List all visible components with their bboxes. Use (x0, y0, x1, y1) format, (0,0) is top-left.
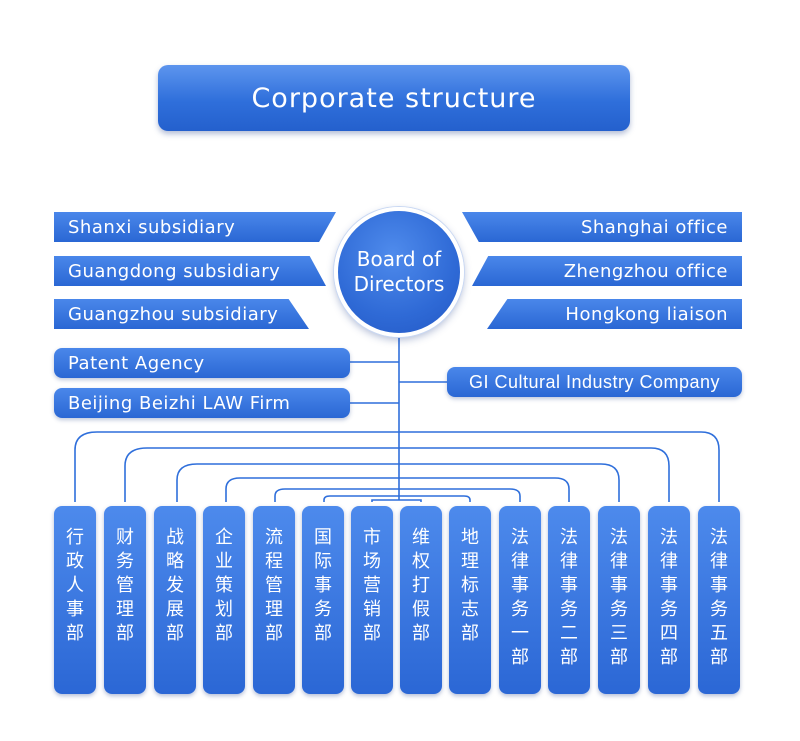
unit-zhengzhou-office: Zhengzhou office (472, 256, 742, 286)
unit-hongkong-liaison: Hongkong liaison (487, 299, 742, 329)
dept-box: 地理标志部 (449, 506, 491, 694)
pill-beijing-beizhi-law-firm: Beijing Beizhi LAW Firm (54, 388, 350, 418)
dept-box: 企业策划部 (203, 506, 245, 694)
dept-box: 市场营销部 (351, 506, 393, 694)
board-of-directors: Board of Directors (334, 207, 464, 337)
pill-gi-cultural-industry-company: GI Cultural Industry Company (447, 367, 742, 397)
dept-box: 法律事务三部 (598, 506, 640, 694)
dept-box: 流程管理部 (253, 506, 295, 694)
dept-box: 维权打假部 (400, 506, 442, 694)
unit-shanghai-office: Shanghai office (462, 212, 742, 242)
dept-box: 国际事务部 (302, 506, 344, 694)
page-title: Corporate structure (158, 65, 630, 131)
dept-box: 法律事务二部 (548, 506, 590, 694)
dept-box: 法律事务四部 (648, 506, 690, 694)
dept-box: 法律事务五部 (698, 506, 740, 694)
dept-box: 战略发展部 (154, 506, 196, 694)
dept-box: 行政人事部 (54, 506, 96, 694)
unit-guangzhou-subsidiary: Guangzhou subsidiary (54, 299, 309, 329)
dept-box: 财务管理部 (104, 506, 146, 694)
unit-shanxi-subsidiary: Shanxi subsidiary (54, 212, 336, 242)
dept-box: 法律事务一部 (499, 506, 541, 694)
pill-patent-agency: Patent Agency (54, 348, 350, 378)
unit-guangdong-subsidiary: Guangdong subsidiary (54, 256, 326, 286)
board-label: Board of Directors (353, 247, 445, 296)
